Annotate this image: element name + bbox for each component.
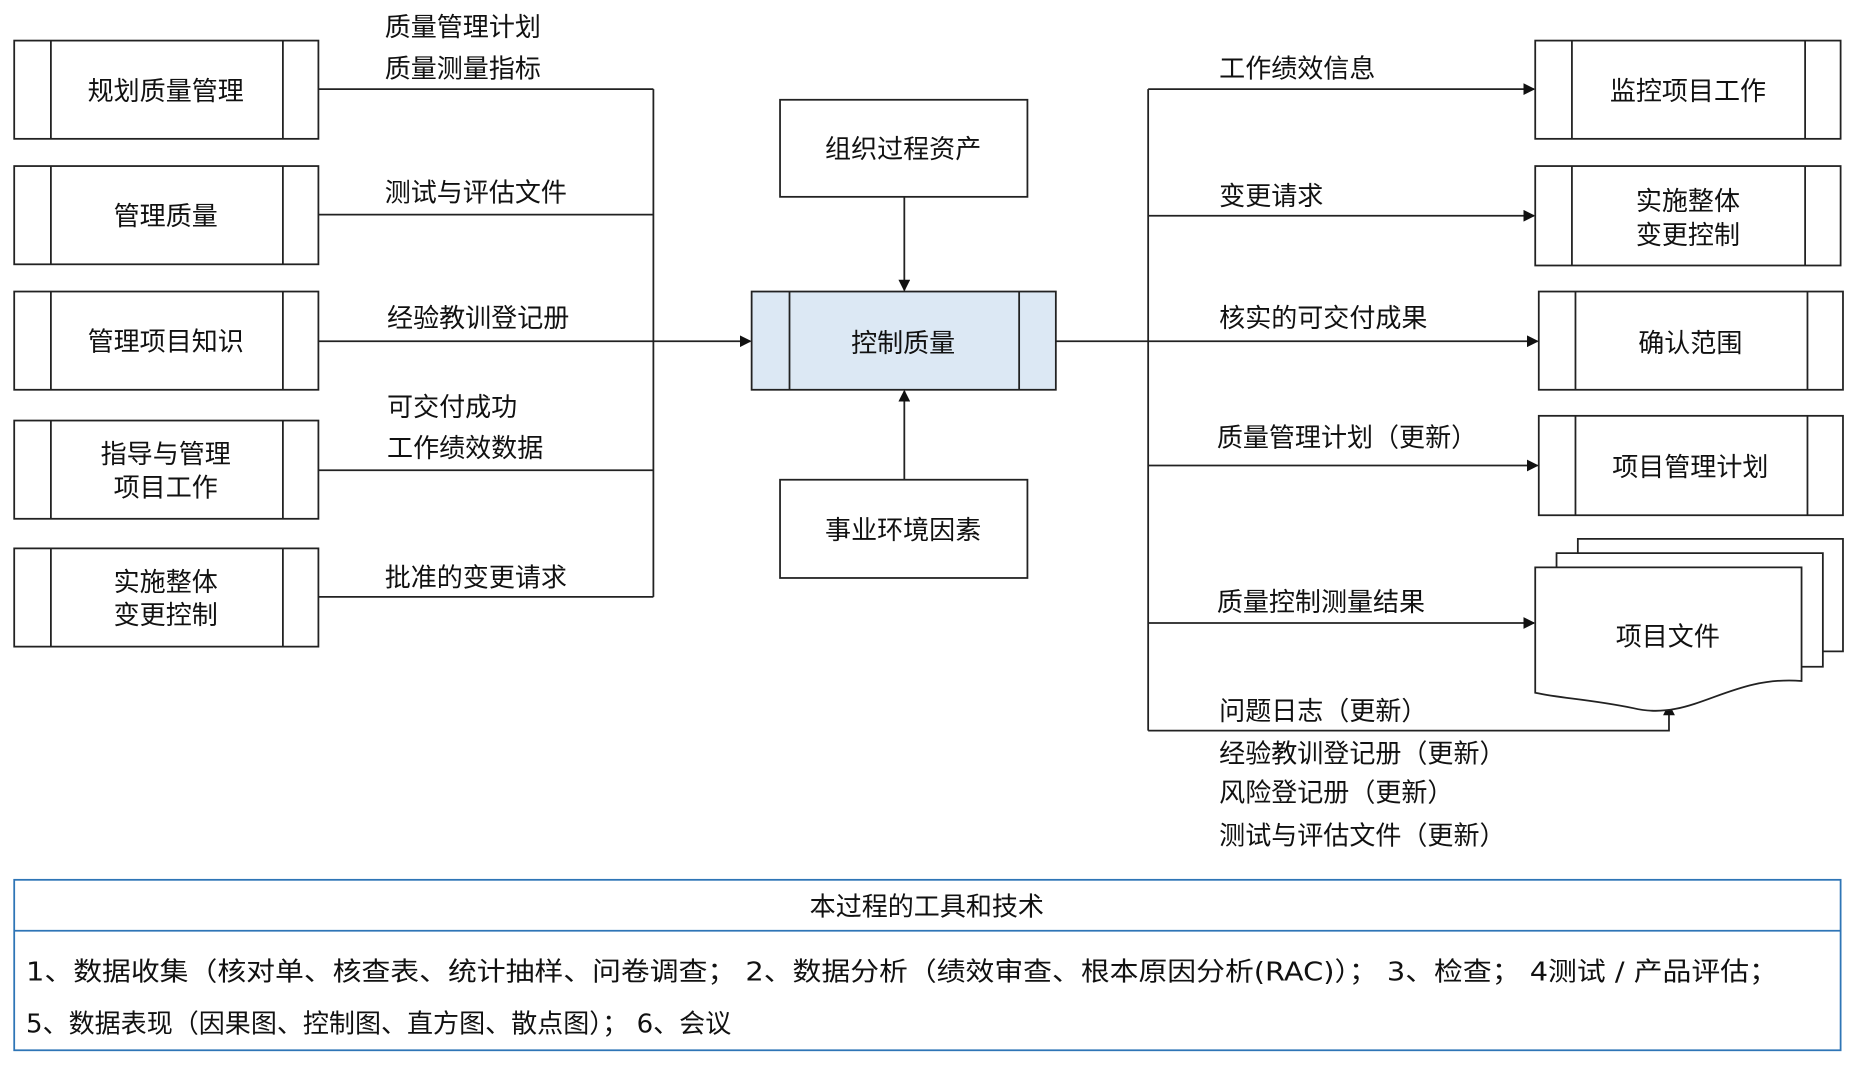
left-process-direct-manage-work: 指导与管理 项目工作 <box>13 419 320 520</box>
process-label: 管理项目知识 <box>88 328 244 358</box>
left-process-manage-quality: 管理质量 <box>13 165 320 266</box>
input-label: 质量管理计划 <box>385 13 541 43</box>
update-label: 测试与评估文件（更新） <box>1219 821 1505 851</box>
input-label: 经验教训登记册 <box>387 304 569 334</box>
center-label: 控制质量 <box>851 329 955 359</box>
process-label: 指导与管理 <box>101 440 231 470</box>
update-label: 风险登记册（更新） <box>1219 779 1453 809</box>
process-label: 实施整体 <box>1636 187 1740 217</box>
left-process-manage-knowledge: 管理项目知识 <box>13 290 320 391</box>
left-process-integrated-change-control: 实施整体 变更控制 <box>13 547 320 648</box>
process-label: 变更控制 <box>114 601 218 631</box>
process-label: 项目管理计划 <box>1612 453 1768 483</box>
process-label: 确认范围 <box>1638 329 1742 359</box>
process-label: 监控项目工作 <box>1610 77 1766 107</box>
update-label: 问题日志（更新） <box>1219 697 1427 727</box>
left-connectors <box>318 88 752 598</box>
right-project-management-plan: 项目管理计划 <box>1537 414 1844 517</box>
org-process-assets-box: 组织过程资产 <box>779 98 1029 198</box>
enterprise-env-factors-box: 事业环境因素 <box>779 478 1029 579</box>
process-label: 规划质量管理 <box>88 77 244 107</box>
center-process-control-quality: 控制质量 <box>750 290 1057 391</box>
output-label: 工作绩效信息 <box>1219 54 1375 84</box>
left-process-plan-quality: 规划质量管理 <box>13 39 320 140</box>
tools-techniques-table: 本过程的工具和技术 1、数据收集（核对单、核查表、统计抽样、问卷调查； 2、数据… <box>13 878 1842 1052</box>
output-label: 质量控制测量结果 <box>1217 588 1425 618</box>
output-label: 质量管理计划（更新） <box>1217 424 1477 454</box>
input-label: 批准的变更请求 <box>385 563 567 593</box>
enterprise-env-factors-label: 事业环境因素 <box>825 516 981 546</box>
input-label: 测试与评估文件 <box>385 179 567 209</box>
update-label: 经验教训登记册（更新） <box>1219 740 1505 770</box>
tools-title: 本过程的工具和技术 <box>810 892 1044 922</box>
project-documents-label: 项目文件 <box>1616 622 1720 652</box>
process-label: 变更控制 <box>1636 221 1740 251</box>
tools-line: 1、数据收集（核对单、核查表、统计抽样、问卷调查； 2、数据分析（绩效审查、根本… <box>26 957 1778 987</box>
process-label: 项目工作 <box>114 473 218 503</box>
output-label: 变更请求 <box>1219 182 1323 212</box>
process-label: 管理质量 <box>114 202 218 232</box>
input-label: 质量测量指标 <box>385 54 541 84</box>
tools-line: 5、数据表现（因果图、控制图、直方图、散点图）； 6、会议 <box>26 1010 731 1040</box>
right-process-validate-scope: 确认范围 <box>1537 290 1844 391</box>
input-label: 工作绩效数据 <box>387 434 543 464</box>
right-process-monitor-control-work: 监控项目工作 <box>1534 39 1842 140</box>
input-label: 可交付成功 <box>387 393 517 423</box>
output-label: 核实的可交付成果 <box>1219 304 1427 334</box>
project-documents-stack: 项目文件 <box>1534 538 1844 712</box>
org-process-assets-label: 组织过程资产 <box>825 135 981 165</box>
right-connectors <box>1055 83 1675 732</box>
process-label: 实施整体 <box>114 568 218 598</box>
right-process-integrated-change-control: 实施整体 变更控制 <box>1534 165 1842 267</box>
